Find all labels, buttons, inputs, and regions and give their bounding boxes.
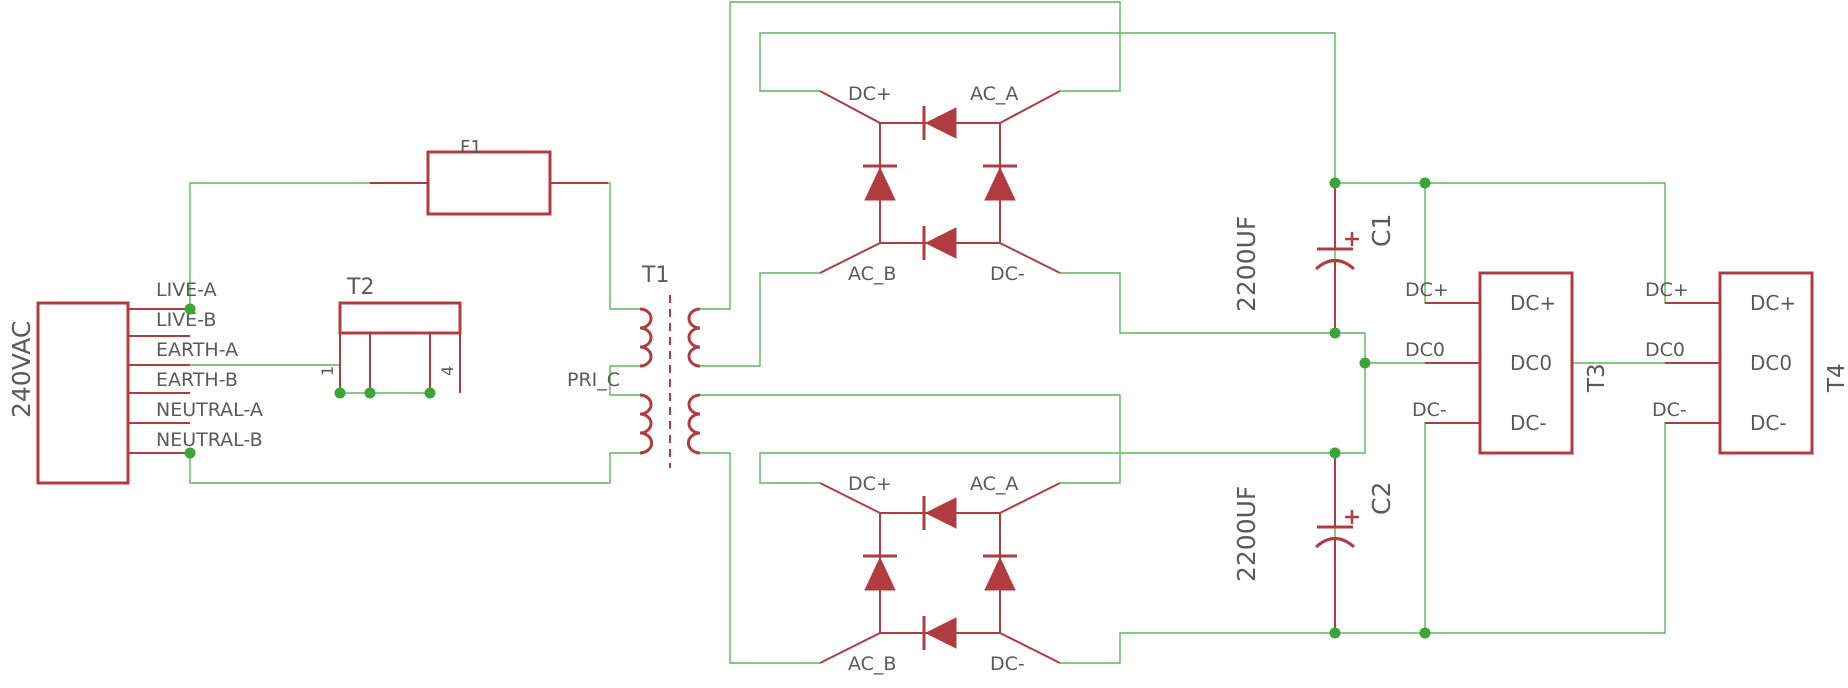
- t4-labels: DC+ DC0 DC- DC+ DC0 DC- T4: [1645, 279, 1848, 435]
- wire-dc-minus-bot: [1060, 632, 1335, 664]
- pin-earth-b: EARTH-B: [156, 369, 238, 391]
- diode-bot-right: [983, 554, 1017, 591]
- t4-pin-dc0: DC0: [1750, 351, 1792, 375]
- secondary-coil-bot: [687, 393, 701, 455]
- wire-fuse-out: [552, 182, 640, 310]
- wire-t2-bus: [339, 365, 430, 394]
- bridge-bot-ac-b: AC_B: [848, 653, 896, 675]
- t3-labels: DC+ DC0 DC- DC+ DC0 DC- T3: [1405, 279, 1610, 435]
- bridge-rectifier-top: [819, 90, 1061, 274]
- bridge-top-ac-b: AC_B: [848, 263, 896, 285]
- junction: [1329, 177, 1341, 189]
- bridge-rectifier-bottom: [819, 482, 1061, 664]
- t3-net-dc-minus: DC-: [1412, 399, 1447, 421]
- connector-t3: [1425, 271, 1574, 455]
- t3-pin-dc-minus: DC-: [1510, 411, 1547, 435]
- t4-net-dc-plus: DC+: [1645, 279, 1689, 301]
- fuse-body: [426, 150, 552, 216]
- wire-pri-c: [609, 365, 640, 396]
- t3-name: T3: [1584, 363, 1610, 393]
- transformer-tap: PRI_C: [567, 369, 620, 391]
- terminal-t2: [338, 301, 462, 393]
- junction: [334, 387, 346, 399]
- t3-pin-dc-plus: DC+: [1510, 291, 1556, 315]
- wire-sec-bot-a: [700, 394, 1121, 484]
- junction: [424, 387, 436, 399]
- t2-pin-1: 1: [318, 366, 337, 376]
- secondary-coil-top: [687, 307, 701, 368]
- t4-name: T4: [1824, 363, 1848, 393]
- transformer-name: T1: [641, 263, 669, 288]
- wire-dc-minus-top: [1060, 272, 1335, 334]
- bridge-top-dc-minus: DC-: [990, 263, 1025, 285]
- cap1-value: 2200UF: [1232, 216, 1261, 312]
- t3-net-dc-plus: DC+: [1405, 279, 1449, 301]
- pin-live-a: LIVE-A: [156, 279, 217, 301]
- bridge-top-labels: DC+ AC_A AC_B DC-: [848, 83, 1025, 285]
- t4-net-dc0: DC0: [1645, 339, 1685, 361]
- primary-coil-bot: [639, 393, 653, 455]
- junction: [184, 447, 196, 459]
- wire-sec-bot-b: [700, 452, 820, 664]
- source-pin-labels: LIVE-A LIVE-B EARTH-A EARTH-B NEUTRAL-A …: [156, 279, 263, 451]
- junction: [1359, 357, 1371, 369]
- junctions: [184, 177, 1431, 639]
- bridge-bot-dc-plus: DC+: [848, 473, 892, 495]
- diode-bot-left: [863, 554, 897, 591]
- junction: [1329, 447, 1341, 459]
- t4-pin-dc-plus: DC+: [1750, 291, 1796, 315]
- t3-pin-dc0: DC0: [1510, 351, 1552, 375]
- wire-dc-plus-bot: [759, 452, 1335, 484]
- wire-sec-top-b: [700, 272, 820, 367]
- t2-pin-4: 4: [438, 366, 457, 376]
- bridge-bot-ac-a: AC_A: [970, 473, 1018, 495]
- fuse-f1: [370, 150, 608, 216]
- diode-top-upper: [922, 106, 957, 140]
- cap2-name: C2: [1367, 482, 1396, 515]
- diode-top-right: [983, 164, 1017, 201]
- t3-net-dc0: DC0: [1405, 339, 1445, 361]
- cap2-value: 2200UF: [1232, 486, 1261, 582]
- ac-source: [36, 301, 190, 485]
- wire-dc-minus-t3: [1424, 422, 1480, 633]
- pin-neutral-a: NEUTRAL-A: [156, 399, 263, 421]
- wire-sec-top-a: [700, 1, 1121, 310]
- diode-bot-upper: [922, 496, 957, 530]
- cap1-name: C1: [1367, 214, 1396, 247]
- pin-neutral-b: NEUTRAL-B: [156, 429, 263, 451]
- source-body: [36, 301, 130, 485]
- wire-dc-plus-top: [759, 32, 1336, 183]
- transformer-t1: [639, 295, 701, 468]
- wire-dc0-link: [1335, 332, 1366, 454]
- t2-name: T2: [346, 275, 374, 300]
- connector-t4: [1665, 271, 1814, 455]
- pin-earth-a: EARTH-A: [156, 339, 238, 361]
- junction: [1329, 627, 1341, 639]
- junction: [1419, 177, 1431, 189]
- junction: [184, 303, 196, 315]
- junction: [1329, 327, 1341, 339]
- fuse-name: F1: [460, 137, 482, 158]
- wire-neutral: [132, 452, 640, 484]
- junction: [1419, 627, 1431, 639]
- diode-top-lower: [922, 226, 957, 260]
- bridge-bot-dc-minus: DC-: [990, 653, 1025, 675]
- bridge-top-ac-a: AC_A: [970, 83, 1018, 105]
- capacitor-c2: [1315, 453, 1359, 633]
- junction: [364, 387, 376, 399]
- bridge-top-dc-plus: DC+: [848, 83, 892, 105]
- diode-bot-lower: [922, 616, 957, 650]
- t2-body: [338, 301, 462, 335]
- capacitor-c1: [1315, 183, 1359, 333]
- t4-pin-dc-minus: DC-: [1750, 411, 1787, 435]
- bridge-bottom-labels: DC+ AC_A AC_B DC-: [848, 473, 1025, 675]
- diode-top-left: [863, 164, 897, 201]
- t4-net-dc-minus: DC-: [1652, 399, 1687, 421]
- source-name: 240VAC: [7, 321, 36, 418]
- pin-live-b: LIVE-B: [156, 309, 216, 331]
- primary-coil-top: [639, 307, 653, 368]
